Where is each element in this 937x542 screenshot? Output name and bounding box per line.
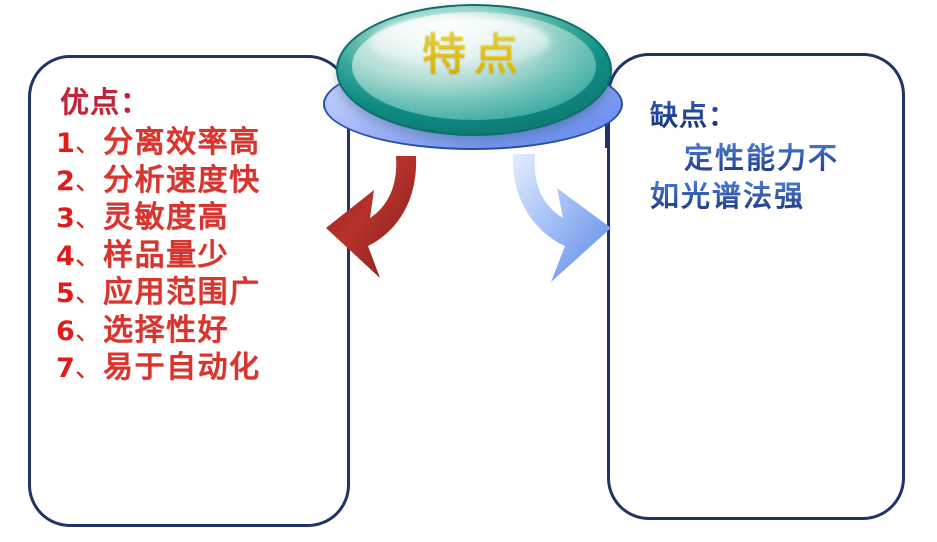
cons-heading: 缺点： [650,99,920,132]
list-item: 1 、 分离效率高 [56,127,356,159]
arrow-to-cons-icon [512,154,611,282]
cons-line: 如光谱法强 [650,178,920,216]
pros-item-separator: 、 [75,129,102,159]
list-item: 3 、 灵敏度高 [56,202,356,234]
cons-panel [607,53,905,520]
pros-item-separator: 、 [75,166,102,197]
pros-item-label: 灵敏度高 [103,200,230,235]
pros-item-label: 易于自动化 [103,350,261,385]
pros-heading: 优点： [60,85,151,119]
list-item: 4 、 样品量少 [56,237,356,273]
pros-item-label: 分离效率高 [103,125,261,160]
cons-content: 缺点： 定性能力不 如光谱法强 [650,99,920,216]
arrow-to-pros-icon [326,156,417,278]
pros-item-number: 6 [56,315,75,347]
pros-item-number: 5 [56,278,75,309]
list-item: 7 、 易于自动化 [56,352,356,384]
list-item: 6 、 选择性好 [56,312,356,348]
pros-item-label: 分析速度快 [103,162,261,198]
pros-item-number: 1 [56,128,75,159]
center-node-label: 特点 [318,18,630,82]
cons-line: 定性能力不 [650,140,920,178]
center-node[interactable]: 特点 [318,0,630,160]
list-item: 2 、 分析速度快 [56,162,356,198]
list-item: 5 、 应用范围广 [56,277,356,309]
pros-panel [28,55,350,527]
pros-item-number: 7 [56,353,75,384]
pros-item-separator: 、 [75,354,102,384]
pros-item-separator: 、 [75,316,102,347]
pros-item-separator: 、 [75,279,102,309]
pros-item-separator: 、 [75,204,102,234]
disc-gloss-highlight [370,16,550,68]
pros-item-label: 应用范围广 [103,275,261,310]
pros-item-number: 4 [56,240,75,272]
pros-content: 优点： 1 、 分离效率高 2 、 分析速度快 3 、 灵敏度高 4 、 样品量… [56,88,356,390]
pros-item-number: 2 [56,165,75,197]
pros-item-label: 选择性好 [103,312,230,348]
pros-item-label: 样品量少 [103,237,230,273]
pros-item-number: 3 [56,203,75,234]
pros-item-separator: 、 [75,241,102,272]
